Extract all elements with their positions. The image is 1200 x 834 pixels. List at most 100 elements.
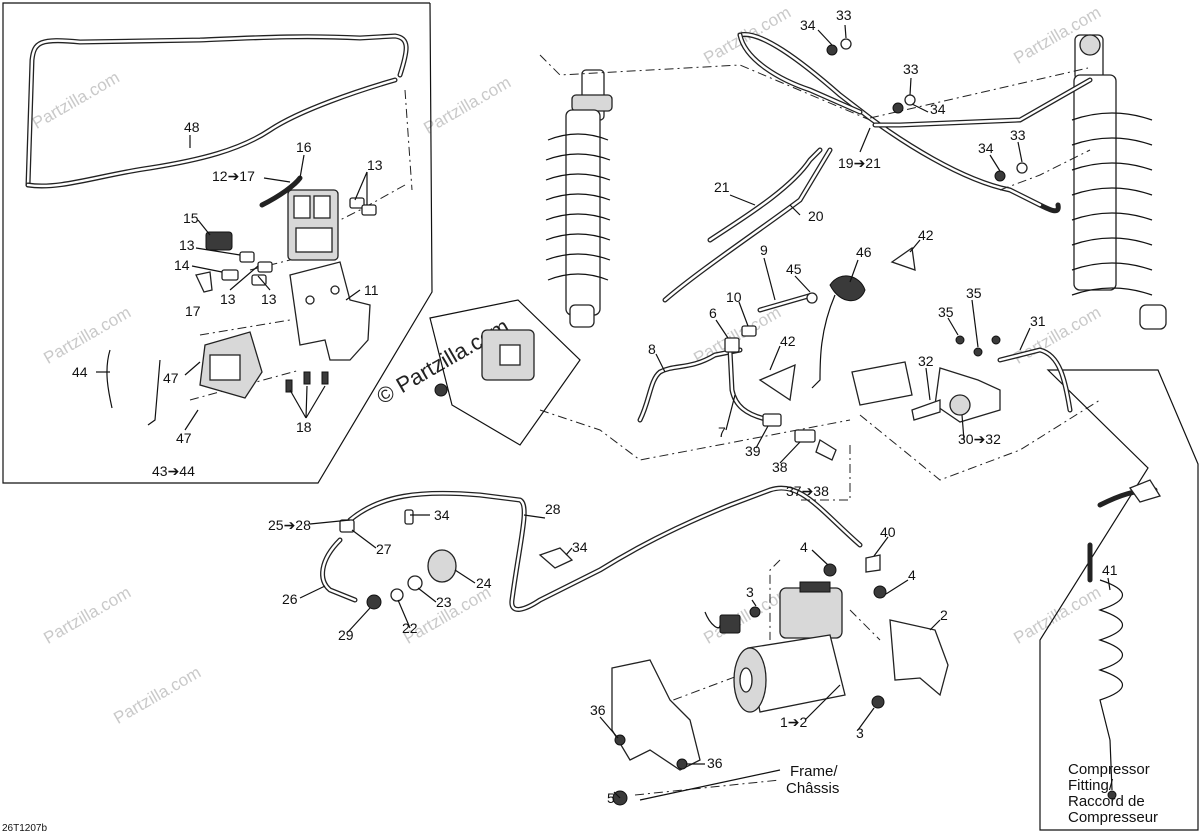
callout-9: 9	[760, 242, 768, 258]
callout-13: 13	[220, 291, 236, 307]
caption-line3: Raccord de	[1068, 793, 1145, 810]
t-fittings	[724, 292, 837, 461]
callout-24: 24	[476, 575, 492, 591]
callout-28: 28	[545, 501, 561, 517]
fitting-45	[806, 292, 818, 304]
callout-34: 34	[800, 17, 816, 33]
callout-46: 46	[856, 244, 872, 260]
callout-10: 10	[726, 289, 742, 305]
frame-label-line2: Châssis	[786, 780, 839, 797]
callout-37-38: 37➔38	[786, 483, 829, 499]
fitting-39	[762, 413, 782, 427]
callout-4: 4	[800, 539, 808, 555]
callout-21: 21	[714, 179, 730, 195]
callout-44: 44	[72, 364, 88, 380]
callout-33: 33	[836, 7, 852, 23]
hose-41-lead	[1087, 487, 1158, 583]
watermark: Partzilla.com	[110, 663, 204, 728]
callout-43-44: 43➔44	[152, 463, 195, 479]
callout-35: 35	[938, 304, 954, 320]
callout-36: 36	[707, 755, 723, 771]
caption-line1: Compressor	[1068, 761, 1150, 778]
frame-label-line1: Frame/	[790, 763, 838, 780]
callout-20: 20	[808, 208, 824, 224]
bracket-2	[889, 619, 949, 697]
fittings-33-34	[826, 38, 1028, 182]
callout-22: 22	[402, 620, 418, 636]
watermark: Partzilla.com	[1010, 583, 1104, 648]
callout-8: 8	[648, 341, 656, 357]
caption-line2: Fitting/	[1068, 777, 1114, 794]
hose-26	[320, 537, 358, 603]
callout-42: 42	[780, 333, 796, 349]
bolts-18	[285, 371, 329, 393]
tie-34	[538, 547, 574, 569]
sensor-46	[811, 275, 866, 389]
callout-35: 35	[966, 285, 982, 301]
clamp-43	[147, 359, 161, 426]
callout-30-32: 30➔32	[958, 431, 1001, 447]
callout-23: 23	[436, 594, 452, 610]
compressor-fitting-caption: Compressor Fitting/ Raccord de Compresse…	[1068, 761, 1158, 826]
callout-11: 11	[364, 282, 379, 298]
elbow-17	[195, 271, 213, 293]
fitting-10	[741, 325, 757, 337]
watermark: Partzilla.com	[40, 583, 134, 648]
clip-44	[106, 349, 113, 409]
watermark: Partzilla.com	[420, 73, 514, 138]
frame-label: Frame/ Châssis	[786, 763, 839, 797]
callout-34: 34	[434, 507, 450, 523]
callout-34: 34	[930, 101, 946, 117]
valve-block-reference	[429, 299, 581, 446]
callout-6: 6	[709, 305, 717, 321]
callout-7: 7	[718, 424, 726, 440]
watermark: Partzilla.com	[40, 303, 134, 368]
callout-16: 16	[296, 139, 312, 155]
callout-32: 32	[918, 353, 934, 369]
callout-4: 4	[908, 567, 916, 583]
watermark: Partzilla.com	[400, 583, 494, 648]
left-shock-absorber	[545, 69, 613, 328]
callout-48: 48	[184, 119, 200, 135]
callout-34: 34	[572, 539, 588, 555]
fitting-40	[865, 554, 881, 573]
callout-45: 45	[786, 261, 802, 277]
compressor-fitting-panel-frame	[1039, 369, 1199, 831]
callout-39: 39	[745, 443, 761, 459]
bracket-11	[289, 261, 371, 361]
callout-47: 47	[176, 430, 192, 446]
callout-25-28: 25➔28	[268, 517, 311, 533]
fitting-38	[794, 429, 816, 443]
fitting-stack	[339, 509, 574, 610]
fitting-13	[349, 197, 365, 209]
callout-labels: 48 16 12➔17 13 15 13 14 13 13 17 11 44 4…	[72, 7, 1118, 806]
callout-31: 31	[1030, 313, 1046, 329]
callout-29: 29	[338, 627, 354, 643]
callout-27: 27	[376, 541, 392, 557]
callout-3: 3	[746, 584, 754, 600]
callout-40: 40	[880, 524, 896, 540]
valve-block-panel-frame	[2, 2, 433, 484]
right-shock-absorber	[1071, 34, 1167, 330]
compressor-fitting-41	[1098, 479, 1162, 800]
callout-5: 5	[607, 790, 615, 806]
ring-23	[407, 575, 423, 591]
callout-17: 17	[185, 303, 201, 319]
callout-15: 15	[183, 210, 199, 226]
callout-13: 13	[261, 291, 277, 307]
valve-block-assembly	[195, 175, 377, 293]
callout-1-2: 1➔2	[780, 714, 808, 730]
callout-33: 33	[1010, 127, 1026, 143]
callout-2: 2	[940, 607, 948, 623]
callout-42: 42	[918, 227, 934, 243]
callout-3: 3	[856, 725, 864, 741]
callout-14: 14	[174, 257, 190, 273]
hose-8	[637, 347, 743, 423]
callout-13: 13	[367, 157, 383, 173]
washer-22	[390, 588, 404, 602]
callout-leaders	[96, 24, 1111, 801]
callout-38: 38	[772, 459, 788, 475]
